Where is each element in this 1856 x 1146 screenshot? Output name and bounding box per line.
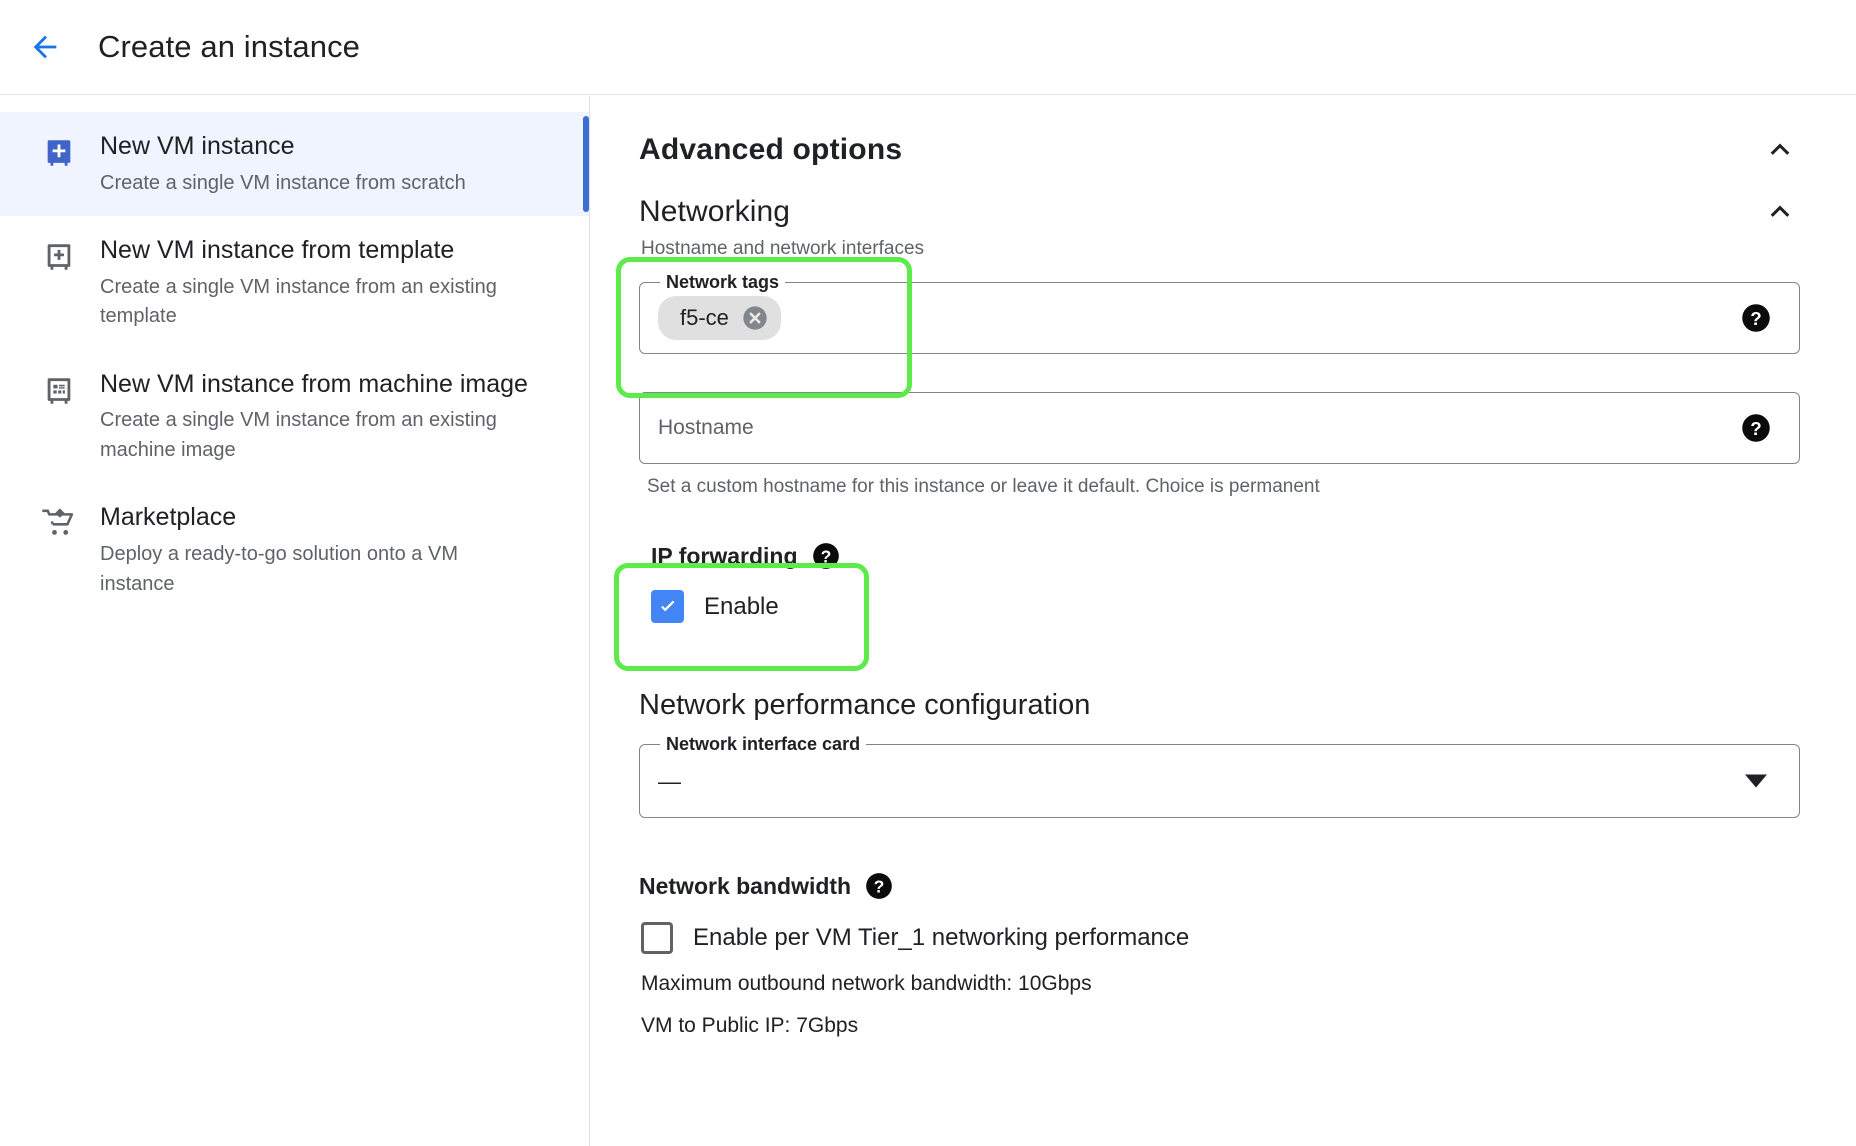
- checkbox-checked-icon: [651, 590, 684, 623]
- network-tags-field-wrap: Network tags f5-ce ?: [591, 271, 1856, 354]
- top-app-bar: Create an instance: [0, 0, 1856, 95]
- sidebar-item-new-vm-instance[interactable]: New VM instance Create a single VM insta…: [0, 112, 589, 217]
- back-button[interactable]: [18, 20, 72, 74]
- sidebar-item-desc: Create a single VM instance from an exis…: [100, 275, 497, 328]
- sidebar-item-desc: Create a single VM instance from scratch: [100, 171, 466, 194]
- ip-forwarding-help-icon[interactable]: ?: [812, 542, 840, 570]
- vm-add-icon: [40, 134, 78, 172]
- networking-caption: Hostname and network interfaces: [641, 238, 925, 259]
- hostname-helper-text: Set a custom hostname for this instance …: [647, 476, 1320, 497]
- vm-to-public-ip-text: VM to Public IP: 7Gbps: [641, 1014, 859, 1037]
- sidebar-item-title: New VM instance from machine image: [100, 369, 528, 398]
- nic-field-wrap: Network interface card —: [591, 733, 1856, 818]
- chevron-up-icon: [1764, 132, 1796, 169]
- tier1-networking-label: Enable per VM Tier_1 networking performa…: [693, 924, 1190, 951]
- chip-remove-icon[interactable]: [741, 304, 769, 332]
- svg-text:?: ?: [1750, 418, 1761, 439]
- advanced-options-collapse-button[interactable]: [1760, 130, 1800, 170]
- sidebar-item-new-vm-from-template[interactable]: New VM instance from template Create a s…: [0, 216, 589, 350]
- svg-text:?: ?: [820, 546, 831, 566]
- sidebar: New VM instance Create a single VM insta…: [0, 96, 590, 1146]
- network-bandwidth-title: Network bandwidth: [639, 872, 852, 899]
- hostname-input[interactable]: Hostname ?: [639, 392, 1800, 464]
- network-bandwidth-title-row: Network bandwidth ?: [591, 872, 1856, 900]
- network-performance-title: Network performance configuration: [639, 689, 1091, 721]
- networking-collapse-button[interactable]: [1760, 192, 1800, 232]
- nic-label: Network interface card: [660, 733, 867, 755]
- arrow-left-icon: [28, 30, 62, 64]
- sidebar-item-desc: Create a single VM instance from an exis…: [100, 409, 497, 461]
- page-title: Create an instance: [98, 29, 361, 64]
- network-tags-label: Network tags: [660, 271, 786, 293]
- advanced-options-header[interactable]: Advanced options: [591, 130, 1856, 170]
- chevron-up-icon: [1764, 194, 1796, 231]
- ip-forwarding-enable-label: Enable: [704, 592, 779, 620]
- svg-text:?: ?: [1750, 308, 1761, 329]
- ip-forwarding-enable-checkbox[interactable]: Enable: [639, 590, 1856, 623]
- ip-forwarding-title-row: IP forwarding ?: [639, 542, 1856, 570]
- main-panel: Advanced options Networking Hostna: [591, 96, 1856, 1146]
- networking-title: Networking: [639, 195, 791, 228]
- sidebar-item-title: New VM instance: [100, 132, 295, 160]
- ip-forwarding-group: IP forwarding ? Enable: [591, 542, 1856, 623]
- sidebar-item-desc: Deploy a ready-to-go solution onto a VM …: [100, 542, 458, 595]
- sidebar-item-marketplace[interactable]: Marketplace Deploy a ready-to-go solutio…: [0, 483, 589, 617]
- sidebar-item-new-vm-from-machine-image[interactable]: New VM instance from machine image Creat…: [0, 350, 589, 484]
- network-tags-help-icon[interactable]: ?: [1741, 303, 1771, 333]
- network-tag-chip-label: f5-ce: [680, 305, 729, 330]
- vm-template-icon: [40, 238, 78, 276]
- vm-machine-image-icon: [40, 372, 78, 410]
- max-outbound-bandwidth-text: Maximum outbound network bandwidth: 10Gb…: [641, 972, 1092, 995]
- chevron-down-icon[interactable]: [1745, 774, 1767, 788]
- hostname-field-wrap: Hostname ?: [591, 392, 1856, 464]
- ip-forwarding-title: IP forwarding: [651, 542, 798, 569]
- tier1-networking-checkbox[interactable]: Enable per VM Tier_1 networking performa…: [591, 922, 1856, 954]
- sidebar-item-title: New VM instance from template: [100, 236, 455, 265]
- hostname-placeholder: Hostname: [658, 416, 754, 439]
- svg-text:?: ?: [874, 876, 885, 896]
- checkbox-unchecked-icon: [641, 922, 673, 954]
- networking-header[interactable]: Networking: [591, 192, 1856, 232]
- hostname-help-icon[interactable]: ?: [1741, 413, 1771, 443]
- sidebar-item-title: Marketplace: [100, 503, 237, 532]
- marketplace-cart-icon: [40, 505, 78, 543]
- network-tag-chip[interactable]: f5-ce: [658, 296, 781, 340]
- network-tags-input[interactable]: Network tags f5-ce ?: [639, 271, 1800, 354]
- network-bandwidth-help-icon[interactable]: ?: [865, 872, 893, 900]
- network-interface-card-select[interactable]: Network interface card —: [639, 733, 1800, 818]
- nic-value: —: [658, 767, 681, 794]
- advanced-options-title: Advanced options: [639, 133, 903, 166]
